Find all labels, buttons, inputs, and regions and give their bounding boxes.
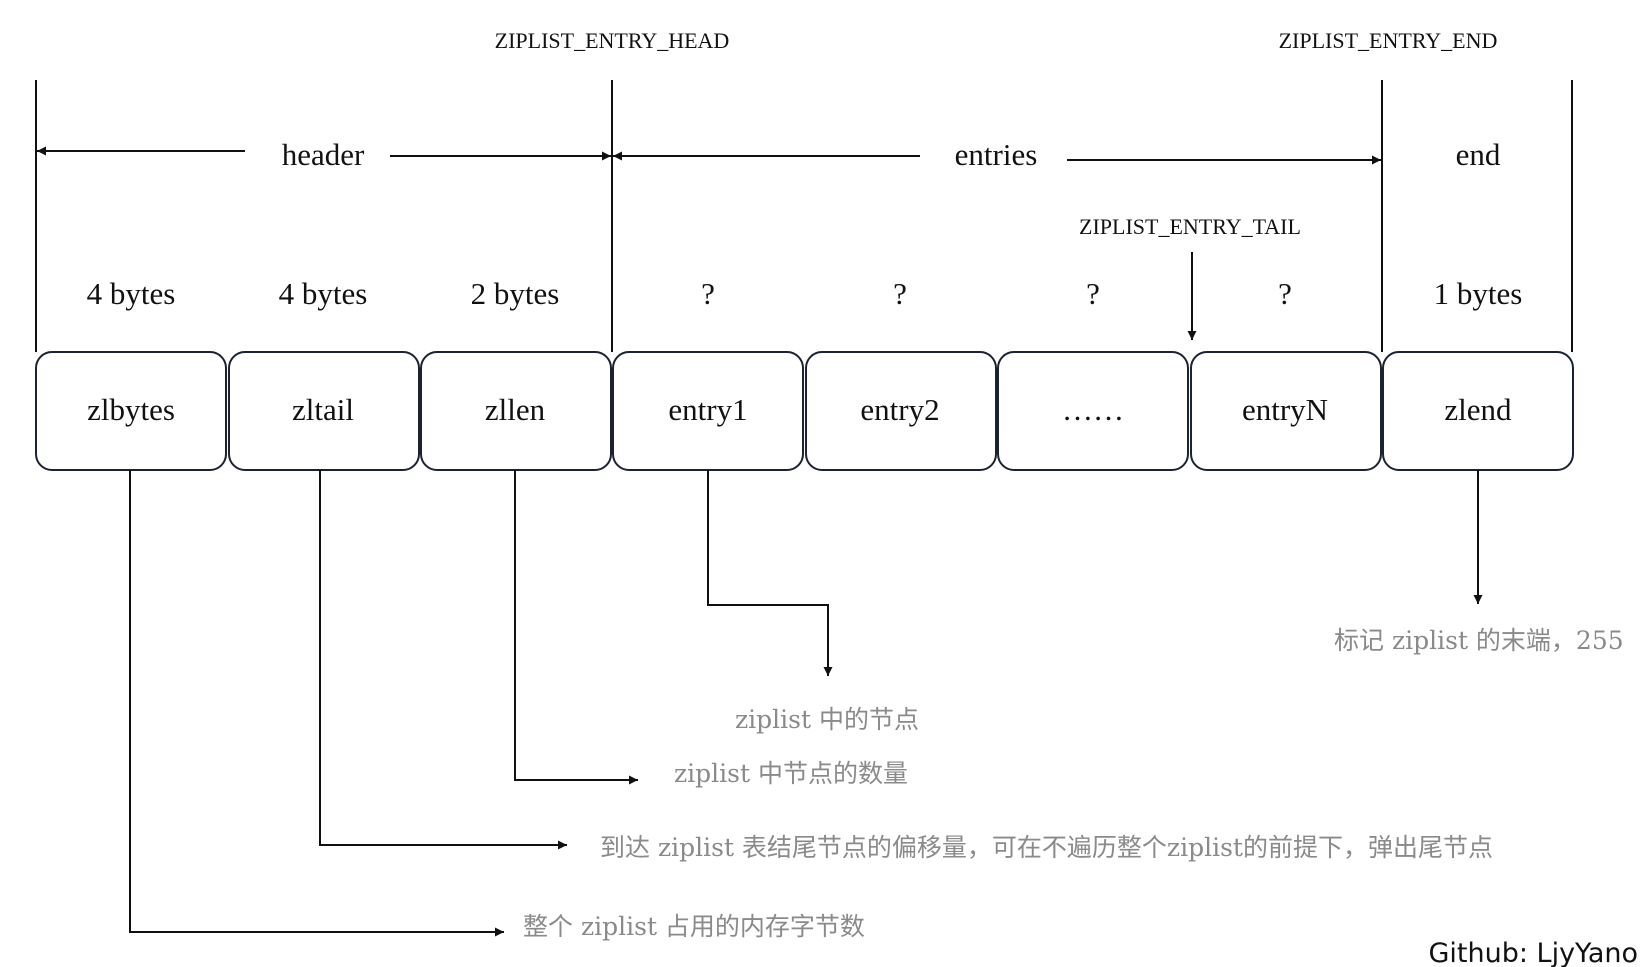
marker-entry-end: ZIPLIST_ENTRY_END [1279, 28, 1498, 53]
desc-zltail: 到达 ziplist 表结尾节点的偏移量，可在不遍历整个ziplist的前提下，… [600, 833, 1493, 862]
field-name-entry1: entry1 [668, 392, 747, 427]
field-box-entry2 [805, 351, 997, 471]
field-size-ellipsis: ? [1086, 276, 1100, 311]
marker-entry-tail: ZIPLIST_ENTRY_TAIL [1079, 214, 1301, 239]
field-size-entry2: ? [893, 276, 907, 311]
zltail-connector [319, 470, 567, 850]
field-name-zllen: zllen [485, 392, 546, 427]
desc-zllen: ziplist 中节点的数量 [674, 759, 908, 788]
entry1-connector [707, 470, 833, 676]
field-box-zltail [228, 351, 420, 471]
field-box-entryN [1190, 351, 1382, 471]
field-size-zlend: 1 bytes [1434, 276, 1523, 311]
field-name-zltail: zltail [292, 392, 354, 427]
field-box-ellipsis [997, 351, 1189, 471]
desc-entry1: ziplist 中的节点 [735, 705, 919, 734]
marker-entry-head: ZIPLIST_ENTRY_HEAD [495, 28, 730, 53]
field-name-entry2: entry2 [860, 392, 939, 427]
credit-label: Github: LjyYano [1428, 938, 1638, 967]
section-label-end: end [1456, 137, 1501, 172]
desc-zlbytes: 整个 ziplist 占用的内存字节数 [523, 912, 865, 941]
section-label-entries: entries [955, 137, 1038, 172]
field-size-entry1: ? [701, 276, 715, 311]
field-name-zlbytes: zlbytes [87, 392, 175, 427]
field-name-ellipsis: …… [1062, 392, 1124, 427]
zlbytes-connector [129, 470, 504, 937]
field-name-zlend: zlend [1444, 392, 1512, 427]
field-size-entryN: ? [1278, 276, 1292, 311]
field-size-zllen: 2 bytes [471, 276, 560, 311]
desc-zlend: 标记 ziplist 的末端，255 [1334, 626, 1624, 655]
field-size-zlbytes: 4 bytes [87, 276, 176, 311]
field-size-zltail: 4 bytes [279, 276, 368, 311]
zllen-connector [514, 470, 638, 785]
field-name-entryN: entryN [1242, 392, 1328, 427]
section-label-header: header [282, 137, 365, 172]
